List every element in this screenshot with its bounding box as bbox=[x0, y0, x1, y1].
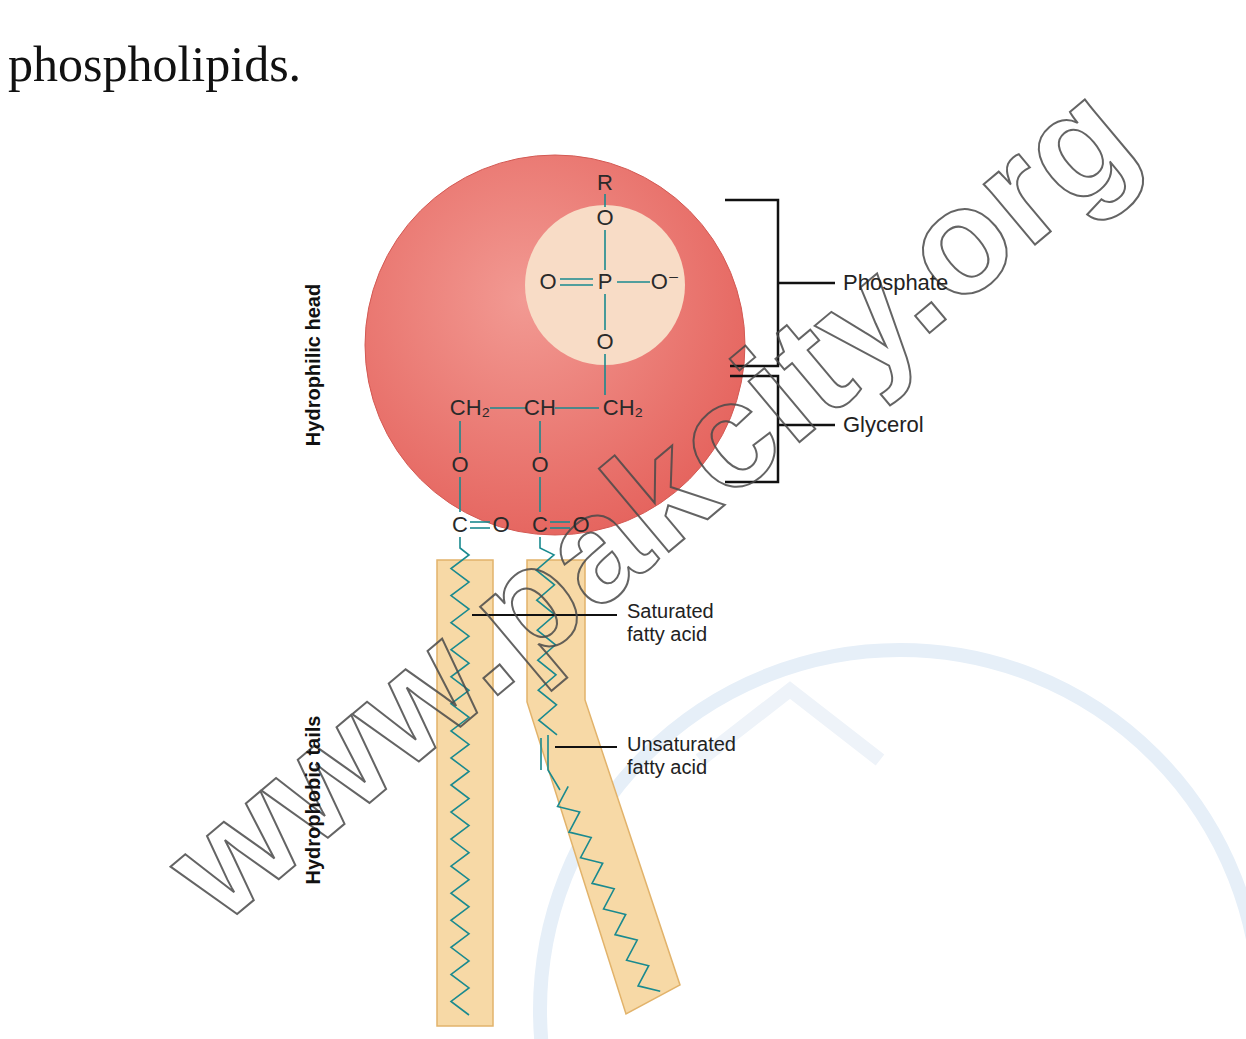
part-label: Unsaturated fatty acid bbox=[627, 733, 745, 779]
watermark: www.pakcity.org bbox=[133, 47, 1167, 954]
atom-label: CH₂ bbox=[450, 395, 490, 420]
atom-label: C bbox=[532, 512, 548, 537]
atom-label: O bbox=[572, 512, 589, 537]
part-label: Glycerol bbox=[843, 412, 924, 437]
part-label: Phosphate bbox=[843, 270, 948, 295]
atom-label: CH₂ bbox=[603, 395, 643, 420]
caption-fragment: phospholipids. bbox=[8, 36, 301, 94]
atom-label: C bbox=[452, 512, 468, 537]
atom-label: O bbox=[492, 512, 509, 537]
phosphate-group bbox=[525, 205, 685, 365]
atom-label: O bbox=[531, 452, 548, 477]
atom-label: O bbox=[596, 329, 613, 354]
part-label: Saturated fatty acid bbox=[627, 600, 745, 646]
atom-label: O bbox=[596, 205, 613, 230]
region-label: Hydrophobic tails bbox=[302, 716, 325, 885]
atom-label: CH bbox=[524, 395, 556, 420]
atom-label: R bbox=[597, 170, 613, 195]
region-label: Hydrophilic head bbox=[302, 284, 325, 446]
atom-label: P bbox=[598, 269, 613, 294]
atom-label: O⁻ bbox=[651, 269, 680, 294]
atom-label: O bbox=[451, 452, 468, 477]
atom-label: O bbox=[539, 269, 556, 294]
